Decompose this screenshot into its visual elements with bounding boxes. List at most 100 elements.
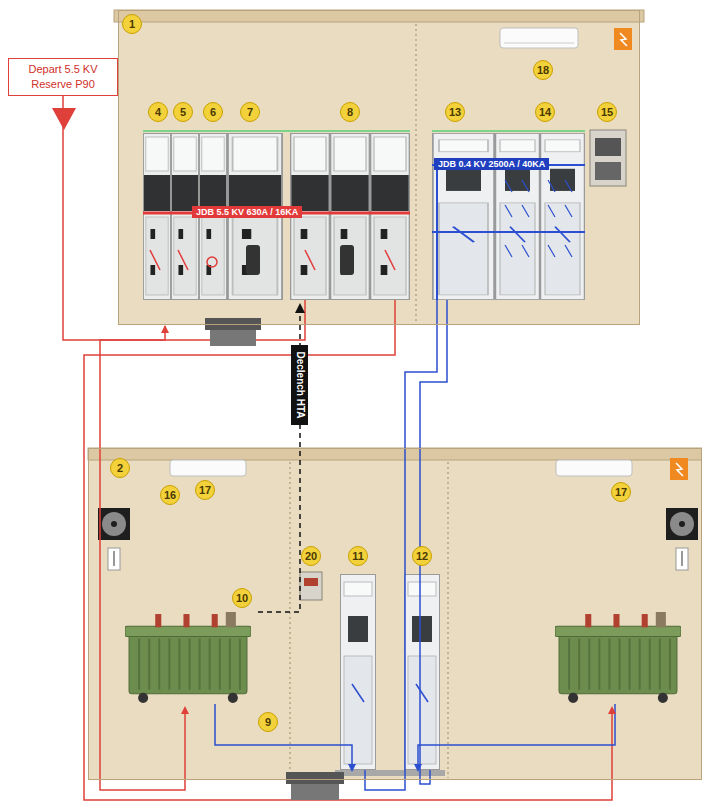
art-rect <box>205 318 261 330</box>
art-use <box>341 575 376 770</box>
art-line <box>448 462 449 778</box>
art-rect <box>170 460 246 476</box>
art-rect <box>614 28 632 50</box>
room-outline: 1 <box>118 10 640 325</box>
callout-number: 12 <box>412 546 432 566</box>
art-use <box>371 134 410 300</box>
art-polyline <box>84 300 612 800</box>
callout-number: 18 <box>533 60 553 80</box>
art-rect <box>500 28 578 48</box>
art-line <box>150 250 160 270</box>
art-line <box>290 462 291 778</box>
art-g <box>181 706 616 714</box>
art-line <box>565 205 572 217</box>
art-polygon <box>52 108 76 130</box>
art-line <box>522 180 529 192</box>
callout-number: 6 <box>203 102 223 122</box>
art-rect <box>246 245 260 275</box>
art-line <box>436 165 438 300</box>
callout-number: 7 <box>240 102 260 122</box>
callout-number: 4 <box>148 102 168 122</box>
art-rect <box>300 572 322 600</box>
art-line <box>432 231 585 233</box>
art-circle <box>679 521 685 527</box>
art-rect <box>595 162 621 180</box>
art-use <box>125 612 251 703</box>
art-use <box>143 134 170 300</box>
callout-number: 15 <box>597 102 617 122</box>
art-polyline <box>100 300 305 790</box>
art-rect <box>291 784 339 800</box>
art-rect <box>98 508 130 540</box>
callout-number: 17 <box>611 482 631 502</box>
callout-number: 11 <box>348 546 368 566</box>
callout-number: 5 <box>173 102 193 122</box>
art-rect <box>595 138 621 156</box>
art-rect <box>118 10 640 325</box>
art-use <box>405 575 440 770</box>
art-line <box>548 205 555 217</box>
art-rect <box>210 330 256 346</box>
art-use <box>555 612 681 703</box>
art-line <box>505 205 512 217</box>
art-rect <box>88 448 702 780</box>
busbar-label: JDB 5.5 KV 630A / 16KA <box>192 206 302 218</box>
feeder-cable <box>63 96 165 340</box>
trip-signal-box: Declench HTA <box>291 345 308 425</box>
art-circle <box>102 512 126 536</box>
callout-number: 16 <box>160 485 180 505</box>
callout-number: 14 <box>535 102 555 122</box>
art-line <box>565 245 572 257</box>
art-polyline <box>620 33 627 46</box>
art-g <box>348 764 422 772</box>
art-rect <box>108 548 120 570</box>
callout-number: 1 <box>122 14 142 34</box>
art-rect <box>590 130 626 186</box>
art-circle <box>670 512 694 536</box>
art-rect <box>286 772 344 784</box>
art-polyline <box>676 463 683 476</box>
art-circle <box>111 521 117 527</box>
art-rect <box>556 460 632 476</box>
art-g <box>84 300 612 800</box>
art-line <box>565 180 572 192</box>
art-line <box>178 250 188 270</box>
art-line <box>432 130 585 132</box>
art-polyline <box>365 300 437 790</box>
art-g <box>505 180 572 257</box>
callout-number: 17 <box>195 480 215 500</box>
signal-label: Declench HTA <box>294 351 305 418</box>
art-polygon <box>348 764 356 772</box>
room-outline: 2 <box>88 448 702 780</box>
art-rect <box>304 578 318 586</box>
art-rect <box>114 10 644 22</box>
art-line <box>505 245 512 257</box>
art-use <box>331 134 370 300</box>
feeder-box: Depart 5.5 KV Reserve P90 <box>8 58 118 96</box>
art-polyline <box>418 704 615 770</box>
art-line <box>548 180 555 192</box>
art-line <box>522 245 529 257</box>
art-line <box>548 245 555 257</box>
callout-number: 20 <box>301 546 321 566</box>
art-line <box>682 551 683 566</box>
art-line <box>385 250 395 270</box>
art-g <box>215 300 615 790</box>
art-rect <box>88 448 702 460</box>
art-circle <box>207 257 217 267</box>
art-polygon <box>181 706 189 714</box>
art-polyline <box>420 300 447 784</box>
callout-number: 9 <box>258 712 278 732</box>
art-polygon <box>414 764 422 772</box>
art-line <box>504 43 574 44</box>
art-polygon <box>608 706 616 714</box>
callout-number: 13 <box>445 102 465 122</box>
callout-number: 8 <box>340 102 360 122</box>
art-polyline <box>215 704 352 770</box>
callout-number: 2 <box>110 458 130 478</box>
art-line <box>114 551 115 566</box>
callout-number: 10 <box>232 588 252 608</box>
art-g <box>432 165 585 300</box>
art-polygon <box>295 303 305 313</box>
art-rect <box>340 245 354 275</box>
